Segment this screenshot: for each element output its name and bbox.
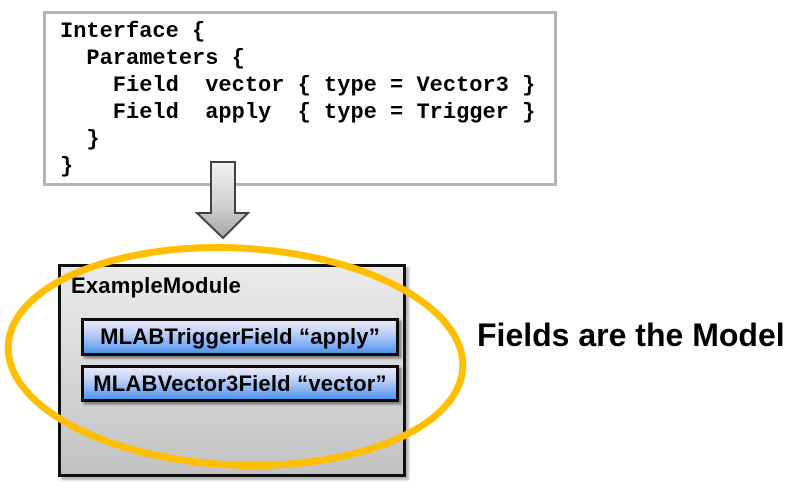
interface-code-text: Interface { Parameters { Field vector { … xyxy=(46,14,554,180)
code-line: } xyxy=(60,154,74,179)
caption-fields-are-the-model: Fields are the Model xyxy=(477,317,785,353)
module-title: ExampleModule xyxy=(71,273,242,298)
code-line: Interface { xyxy=(60,19,206,44)
field-box-vector3-vector: MLABVector3Field “vector” xyxy=(81,365,399,402)
field-label: MLABVector3Field “vector” xyxy=(93,370,387,396)
code-line: Field vector { type = Vector3 } xyxy=(60,73,536,98)
code-line: Field apply { type = Trigger } xyxy=(60,100,536,125)
code-line: Parameters { xyxy=(60,46,245,71)
interface-code-box: Interface { Parameters { Field vector { … xyxy=(43,11,557,186)
field-label: MLABTriggerField “apply” xyxy=(100,324,380,349)
field-box-trigger-apply: MLABTriggerField “apply” xyxy=(81,318,399,356)
example-module-box: ExampleModule MLABTriggerField “apply” M… xyxy=(58,264,406,477)
code-line: } xyxy=(60,127,100,152)
